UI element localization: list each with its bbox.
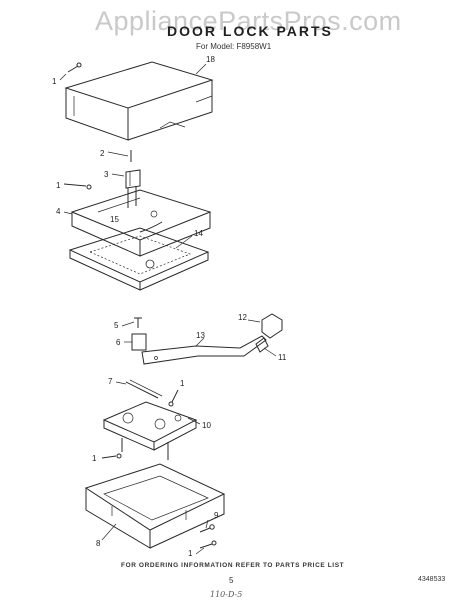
knob-part — [261, 313, 283, 339]
callout-label: 1 — [92, 454, 97, 463]
screw-part — [134, 317, 142, 328]
callout-label: 8 — [96, 539, 101, 548]
page-number: 5 — [229, 576, 234, 585]
leader-lines — [59, 63, 277, 555]
callout-label: 2 — [100, 149, 105, 158]
callout-label: 9 — [214, 511, 219, 520]
diagram-title: DOOR LOCK PARTS — [167, 23, 333, 39]
lock-bracket-part — [125, 169, 141, 208]
callout-label: 1 — [180, 379, 185, 388]
screw-part — [199, 540, 217, 549]
callout-label: 15 — [110, 215, 119, 224]
callout-label: 5 — [114, 321, 119, 330]
handwritten-note: 110-D-5 — [210, 590, 243, 599]
screw-part — [168, 389, 179, 407]
callout-label: 12 — [238, 313, 247, 322]
lock-housing-part — [70, 189, 212, 257]
screw-part — [101, 453, 122, 459]
callout-label: 4 — [56, 207, 61, 216]
gasket-part — [68, 227, 210, 291]
callout-label: 3 — [104, 170, 109, 179]
spacer-part — [131, 333, 147, 351]
callout-label: 10 — [202, 421, 211, 430]
spring-part — [125, 379, 163, 399]
document-part-number: 4348533 — [418, 576, 446, 583]
callout-label: 13 — [196, 331, 205, 340]
callout-label: 11 — [278, 353, 287, 362]
callout-label: 1 — [52, 77, 57, 86]
model-label: For Model: F8958W1 — [196, 42, 272, 51]
lock-mechanism-part — [102, 401, 198, 460]
callout-label: 1 — [56, 181, 61, 190]
screw-part — [67, 62, 82, 73]
callout-label: 1 — [188, 549, 193, 558]
callout-label: 18 — [206, 55, 215, 64]
callout-label: 6 — [116, 338, 121, 347]
watermark-text: AppliancePartsPros.com — [95, 6, 402, 36]
ordering-info-text: FOR ORDERING INFORMATION REFER TO PARTS … — [121, 562, 345, 569]
lock-rod-part — [141, 335, 267, 365]
screw-part — [199, 524, 215, 533]
callout-label: 7 — [108, 377, 113, 386]
base-pan-part — [84, 463, 226, 549]
screw-part — [63, 183, 92, 190]
rod-end-part — [255, 337, 269, 353]
callout-label: 14 — [194, 229, 203, 238]
top-cover-part — [64, 61, 214, 141]
